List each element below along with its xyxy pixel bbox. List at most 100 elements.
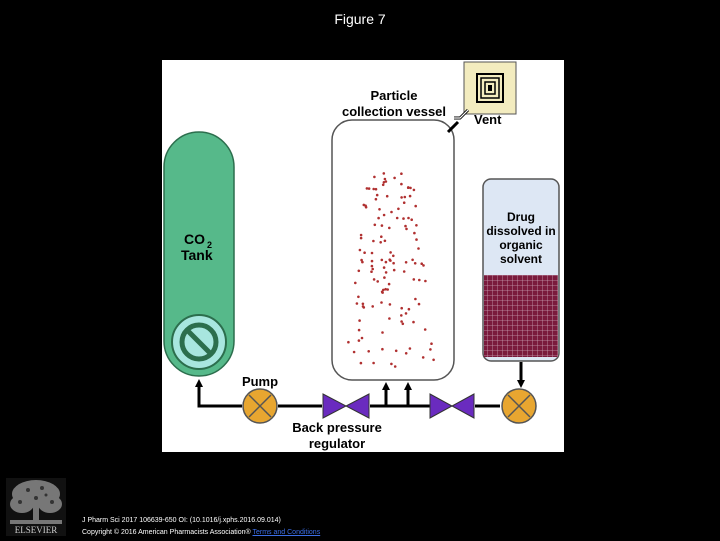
particle-dot [402,217,405,220]
particle-dot [392,261,395,265]
particle-dot [392,254,395,258]
particle-dot [407,186,410,189]
particle-dot [370,270,373,273]
particle-dot [370,264,374,268]
particle-dot [388,317,391,320]
particle-dot [381,331,384,334]
particle-dot [430,342,433,346]
particle-dot [380,258,384,262]
particle-dot [395,216,399,220]
particle-dot [411,258,414,262]
particle-dot [370,259,374,263]
particle-dot [374,197,378,201]
particle-dot [432,358,435,362]
particle-dot [379,241,382,244]
particle-dot [357,295,360,299]
particle-dot [374,187,378,191]
drug-vessel [482,178,560,362]
particle-dot [347,340,350,344]
particle-dot [404,261,408,264]
particle-dot [382,213,386,217]
particle-dot [413,231,416,235]
particle-dot [408,347,412,350]
particle-dot [367,350,370,353]
slide-title: Figure 7 [334,11,386,27]
particle-dot [400,172,403,175]
particle-dot [361,302,365,306]
particle-dot [357,269,361,273]
particle-dot [407,307,411,311]
terms-link[interactable]: Terms and Conditions [252,529,321,536]
drug-label-line3: organic [499,238,543,252]
particle-dot [386,288,389,291]
particle-dot [413,262,417,265]
particle-dot [403,195,407,199]
particle-dot [412,320,415,324]
particle-dot [394,349,398,353]
particle-dot [372,278,376,281]
particle-dot [382,181,386,184]
particle-dot [412,278,416,281]
particle-dot [383,276,386,279]
co2-tank: CO 2 Tank [163,131,235,377]
particle-dot [412,188,416,192]
particle-dot [365,187,369,190]
particle-dot [422,264,425,267]
particle-dot [390,362,393,366]
particle-dot [397,207,400,211]
particle-dot [389,251,392,254]
particle-dot [408,194,412,198]
particle-dot [361,260,364,264]
particle-dot [405,227,408,231]
particle-dot [393,365,397,368]
particle-dot [400,320,403,323]
particle-dot [402,270,406,273]
particle-dot [423,328,427,331]
logo-text: ELSEVIER [15,525,58,535]
particle-dot [382,172,386,175]
particle-dot [404,224,407,228]
particle-dot [415,224,418,227]
drug-label-line4: solvent [500,252,542,266]
particle-dot [375,193,379,197]
particle-dot [380,290,384,294]
particle-dot [377,216,380,220]
particle-dot [384,271,388,274]
drug-label-line2: dissolved in [486,224,555,238]
vent [446,61,517,134]
vent-label: Vent [474,112,502,127]
particle-dot [407,216,410,220]
particle-dot [400,314,403,317]
particle-dot [357,328,361,332]
particle-dot [354,281,357,285]
particle-dot [382,266,386,269]
particle-dot [410,218,413,221]
particle-dot [370,251,374,255]
particle-dot [357,339,361,342]
particle-dot [390,210,393,214]
particle-dot [362,306,366,309]
particle-dot [371,305,374,308]
process-diagram: CO 2 Tank Particle collection vessel Ven… [163,61,560,451]
piping [195,362,525,408]
particle-dot [378,208,381,211]
particle-dot [360,258,363,262]
particle-dot [385,194,389,198]
vessel-label-line2: collection vessel [342,104,446,119]
tank-label-sub: 2 [207,240,212,250]
particle-dot [420,262,424,265]
particle-dot [376,280,379,283]
particle-dot [418,278,421,282]
figure-panel: CO 2 Tank Particle collection vessel Ven… [162,60,564,452]
particle-dot [424,279,427,283]
particle-dot [401,322,405,326]
particle-dot [359,236,363,240]
particle-dot [388,226,391,230]
drug-solution [484,275,558,357]
particle-dot [393,176,396,180]
particle-dot [429,348,432,351]
particle-dot [372,187,375,191]
back-pressure-regulator-right [429,393,475,419]
particle-dot [415,238,418,241]
particle-dot [352,350,356,354]
